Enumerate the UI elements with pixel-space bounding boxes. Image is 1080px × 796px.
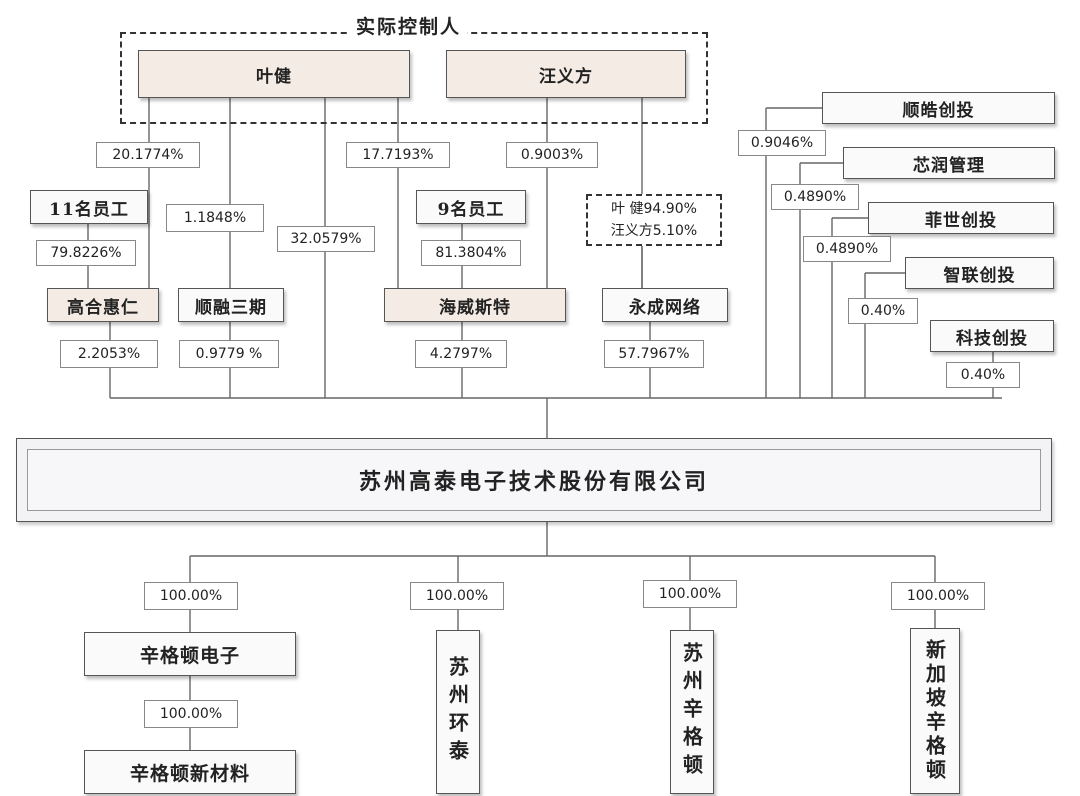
- pct-co-to-singapore: 100.00%: [891, 582, 985, 610]
- node-shunrong-sanqi: 顺融三期: [178, 288, 284, 322]
- node-zhilian-chuangtou: 智联创投: [905, 257, 1054, 289]
- note-line-wang: 汪义方5.10%: [610, 223, 698, 239]
- node-employees-9: 9名员工: [416, 190, 526, 224]
- pct-zhilian-to-co: 0.40%: [848, 298, 918, 324]
- node-keji-chuangtou: 科技创投: [930, 320, 1054, 352]
- node-haiweisite: 海威斯特: [384, 288, 566, 322]
- pct-xinrun-to-co: 0.4890%: [771, 184, 859, 210]
- pct-shunrong-to-co: 0.9779 %: [179, 340, 279, 368]
- node-xinrun-guanli: 芯润管理: [843, 147, 1055, 179]
- pct-ye-to-haiwei: 17.7193%: [346, 142, 450, 168]
- pct-shunhao-to-co: 0.9046%: [738, 130, 826, 156]
- pct-ye-direct: 32.0579%: [277, 226, 375, 252]
- node-xingedun-material: 辛格顿新材料: [84, 750, 296, 794]
- yongcheng-ownership-note: 叶 健94.90% 汪义方5.10%: [586, 194, 722, 246]
- node-wang-yifang: 汪义方: [446, 50, 686, 98]
- pct-xingedun-to-material: 100.00%: [144, 700, 238, 728]
- node-xingedun-dianzi: 辛格顿电子: [84, 632, 296, 676]
- node-yongcheng-wangluo: 永成网络: [602, 288, 728, 322]
- node-shunhao-chuangtou: 顺皓创投: [822, 92, 1055, 124]
- pct-gaohe-to-co: 2.2053%: [60, 340, 158, 368]
- main-company-name: 苏州高泰电子技术股份有限公司: [27, 449, 1041, 511]
- pct-emp11-to-gaohe: 79.8226%: [36, 240, 136, 266]
- node-gaohe-huiren: 高合惠仁: [47, 288, 159, 322]
- main-company: 苏州高泰电子技术股份有限公司: [16, 438, 1052, 522]
- actual-controller-label: 实际控制人: [350, 12, 468, 39]
- node-employees-11: 11名员工: [30, 190, 148, 224]
- pct-co-to-suzhou-xingedun: 100.00%: [643, 580, 737, 608]
- pct-yongcheng-to-co: 57.7967%: [604, 340, 704, 368]
- pct-emp9-to-haiwei: 81.3804%: [421, 240, 521, 266]
- note-line-ye: 叶 健94.90%: [611, 201, 697, 217]
- pct-keji-to-co: 0.40%: [946, 362, 1020, 388]
- pct-ye-to-shunrong: 1.1848%: [166, 204, 264, 232]
- node-ye-jian: 叶健: [138, 50, 410, 98]
- pct-co-to-huantai: 100.00%: [410, 582, 504, 610]
- pct-feishi-to-co: 0.4890%: [803, 236, 891, 262]
- node-feishi-chuangtou: 菲世创投: [868, 202, 1054, 234]
- node-suzhou-xingedun: 苏州辛格顿: [670, 630, 714, 794]
- pct-wang-to-haiwei: 0.9003%: [506, 142, 598, 168]
- node-singapore-xingedun: 新加坡辛格顿: [910, 628, 960, 794]
- pct-haiwei-to-co: 4.2797%: [415, 340, 507, 368]
- pct-co-to-xingedun: 100.00%: [144, 582, 238, 610]
- node-suzhou-huantai: 苏州环泰: [436, 630, 480, 794]
- pct-ye-to-gaohe: 20.1774%: [96, 142, 200, 168]
